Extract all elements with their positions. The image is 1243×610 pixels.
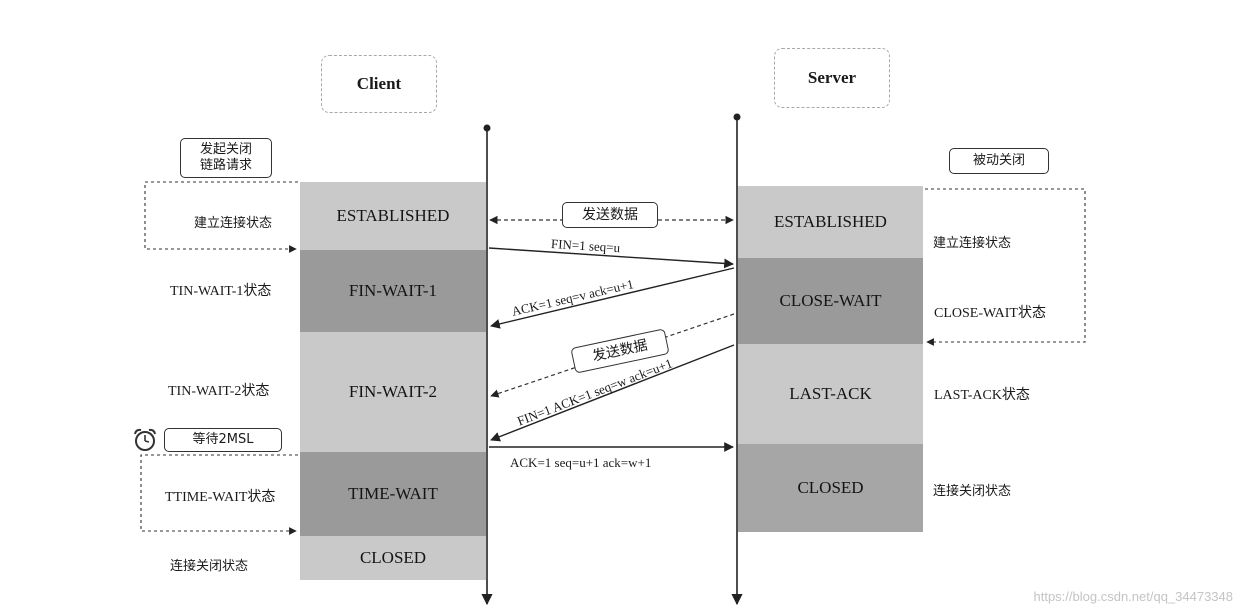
client-label-closed: 连接关闭状态 <box>170 559 249 574</box>
client-state-closed: CLOSED <box>300 536 486 580</box>
server-label-established: 建立连接状态 <box>933 236 1012 251</box>
watermark: https://blog.csdn.net/qq_34473348 <box>1033 589 1234 604</box>
client-state-established: ESTABLISHED <box>300 182 486 250</box>
client-state-fin-wait-1-label: FIN-WAIT-1 <box>348 281 438 300</box>
client-bracket-established <box>144 181 298 253</box>
server-label-closed: 连接关闭状态 <box>933 484 1012 499</box>
server-state-close-wait-label: CLOSE-WAIT <box>779 291 882 310</box>
server-state-close-wait: CLOSE-WAIT <box>738 258 923 344</box>
server-state-last-ack: LAST-ACK <box>738 344 923 444</box>
fin1-arrow <box>488 247 734 269</box>
server-header: Server <box>774 48 890 108</box>
note-close-request-line-2: 链路请求 <box>199 158 252 173</box>
note-send-data-1-label: 发送数据 <box>582 207 638 223</box>
alarm-clock-icon <box>132 427 158 453</box>
server-state-closed: CLOSED <box>738 444 923 532</box>
note-close-request: 发起关闭 链路请求 <box>180 138 272 178</box>
server-state-established: ESTABLISHED <box>738 186 923 258</box>
server-state-closed-label: CLOSED <box>797 478 864 497</box>
client-label-time-wait: TTIME-WAIT状态 <box>165 490 276 505</box>
client-state-fin-wait-2: FIN-WAIT-2 <box>300 332 486 452</box>
fin2-arrow <box>490 344 735 442</box>
note-passive-close: 被动关闭 <box>949 148 1049 174</box>
note-close-request-line-1: 发起关闭 <box>199 142 252 157</box>
client-state-closed-label: CLOSED <box>359 548 427 567</box>
client-lifeline-dot <box>483 124 491 132</box>
server-label-close-wait: CLOSE-WAIT状态 <box>934 306 1046 321</box>
server-state-established-label: ESTABLISHED <box>774 212 887 231</box>
client-label-established: 建立连接状态 <box>194 216 273 231</box>
server-label-last-ack: LAST-ACK状态 <box>934 388 1030 403</box>
client-state-fin-wait-2-label: FIN-WAIT-2 <box>348 382 438 401</box>
server-bracket <box>925 188 1086 346</box>
client-state-time-wait-label: TIME-WAIT <box>348 484 438 503</box>
client-state-fin-wait-1: FIN-WAIT-1 <box>300 250 486 332</box>
server-state-last-ack-label: LAST-ACK <box>789 384 872 403</box>
client-title: Client <box>356 74 402 93</box>
note-wait-2msl: 等待2MSL <box>164 428 282 452</box>
client-state-time-wait: TIME-WAIT <box>300 452 486 536</box>
client-label-fin-wait-2: TIN-WAIT-2状态 <box>168 384 270 399</box>
client-header: Client <box>321 55 437 113</box>
note-wait-2msl-label: 等待2MSL <box>192 432 254 447</box>
server-lifeline-dot <box>733 113 741 121</box>
ack1-arrow <box>490 267 735 329</box>
msg-ack2: ACK=1 seq=u+1 ack=w+1 <box>510 455 652 470</box>
note-passive-close-label: 被动关闭 <box>972 153 1025 168</box>
server-title: Server <box>807 68 857 87</box>
note-send-data-1: 发送数据 <box>562 202 658 228</box>
client-bracket-time-wait <box>140 454 298 535</box>
client-state-established-label: ESTABLISHED <box>336 206 450 225</box>
client-label-fin-wait-1: TIN-WAIT-1状态 <box>170 284 272 299</box>
